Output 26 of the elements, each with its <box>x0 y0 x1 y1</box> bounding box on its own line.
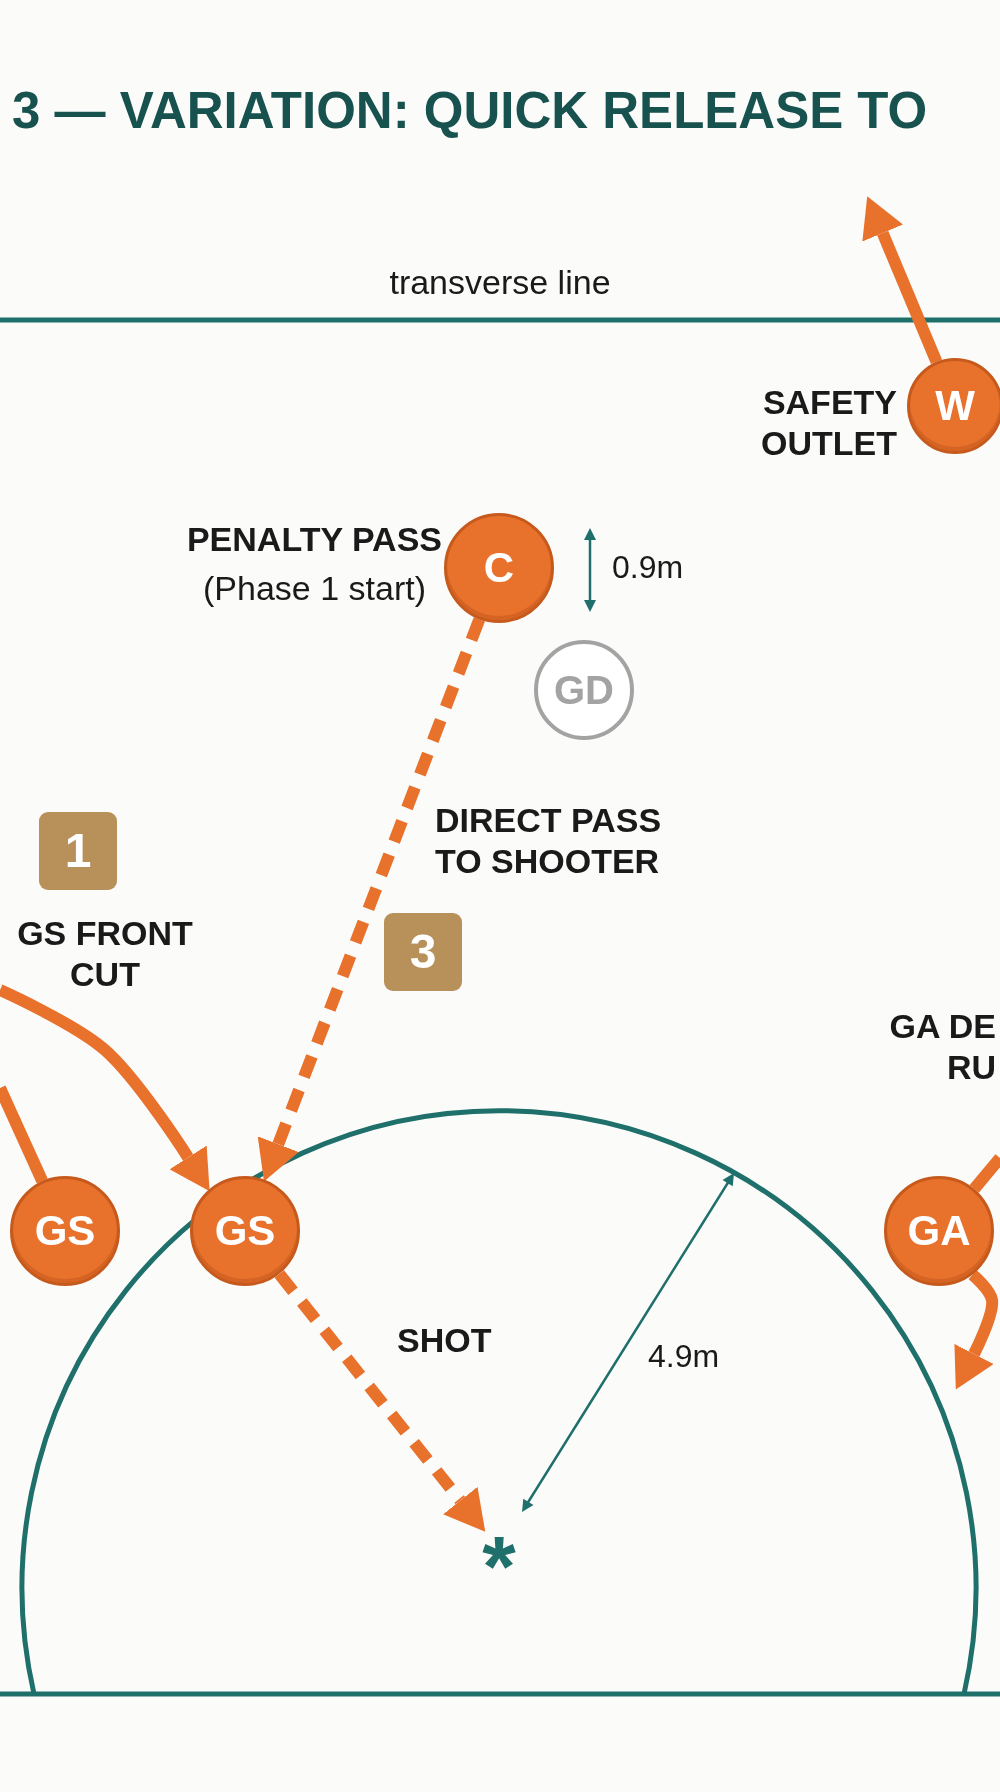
dimension-label: 4.9m <box>648 1337 721 1376</box>
step-number-badge: 1 <box>39 812 117 890</box>
defender-circle: GD <box>534 640 634 740</box>
edge-label: DIRECT PASS TO SHOOTER <box>435 800 663 882</box>
player-circle: GS <box>10 1176 120 1286</box>
movement-line <box>969 1154 1000 1193</box>
player-caption: PENALTY PASS <box>185 519 442 560</box>
movement-arrow <box>862 196 942 365</box>
edge-label: GS FRONT CUT <box>16 913 194 995</box>
court-line-label: transverse line <box>388 262 612 303</box>
dimension-label: 0.9m <box>612 548 685 587</box>
edge-label: SHOT <box>397 1320 493 1361</box>
player-circle: GS <box>190 1176 300 1286</box>
dashed-pass-arrow <box>274 1270 486 1532</box>
step-number-badge: 3 <box>384 913 462 991</box>
movement-arrow <box>0 984 210 1192</box>
phase-note: (Phase 1 start) <box>202 568 426 609</box>
player-circle: C <box>444 513 554 623</box>
player-caption: SAFETY OUTLET <box>760 382 897 464</box>
dashed-pass-arrow <box>257 617 485 1182</box>
diagram-title: 3 — VARIATION: QUICK RELEASE TO <box>12 81 928 141</box>
movement-label: GA DE RU <box>888 1006 996 1088</box>
player-circle: W <box>907 358 1000 454</box>
movement-line <box>0 1085 48 1184</box>
player-circle: GA <box>884 1176 994 1286</box>
goal-post-marker: * <box>475 1525 523 1573</box>
